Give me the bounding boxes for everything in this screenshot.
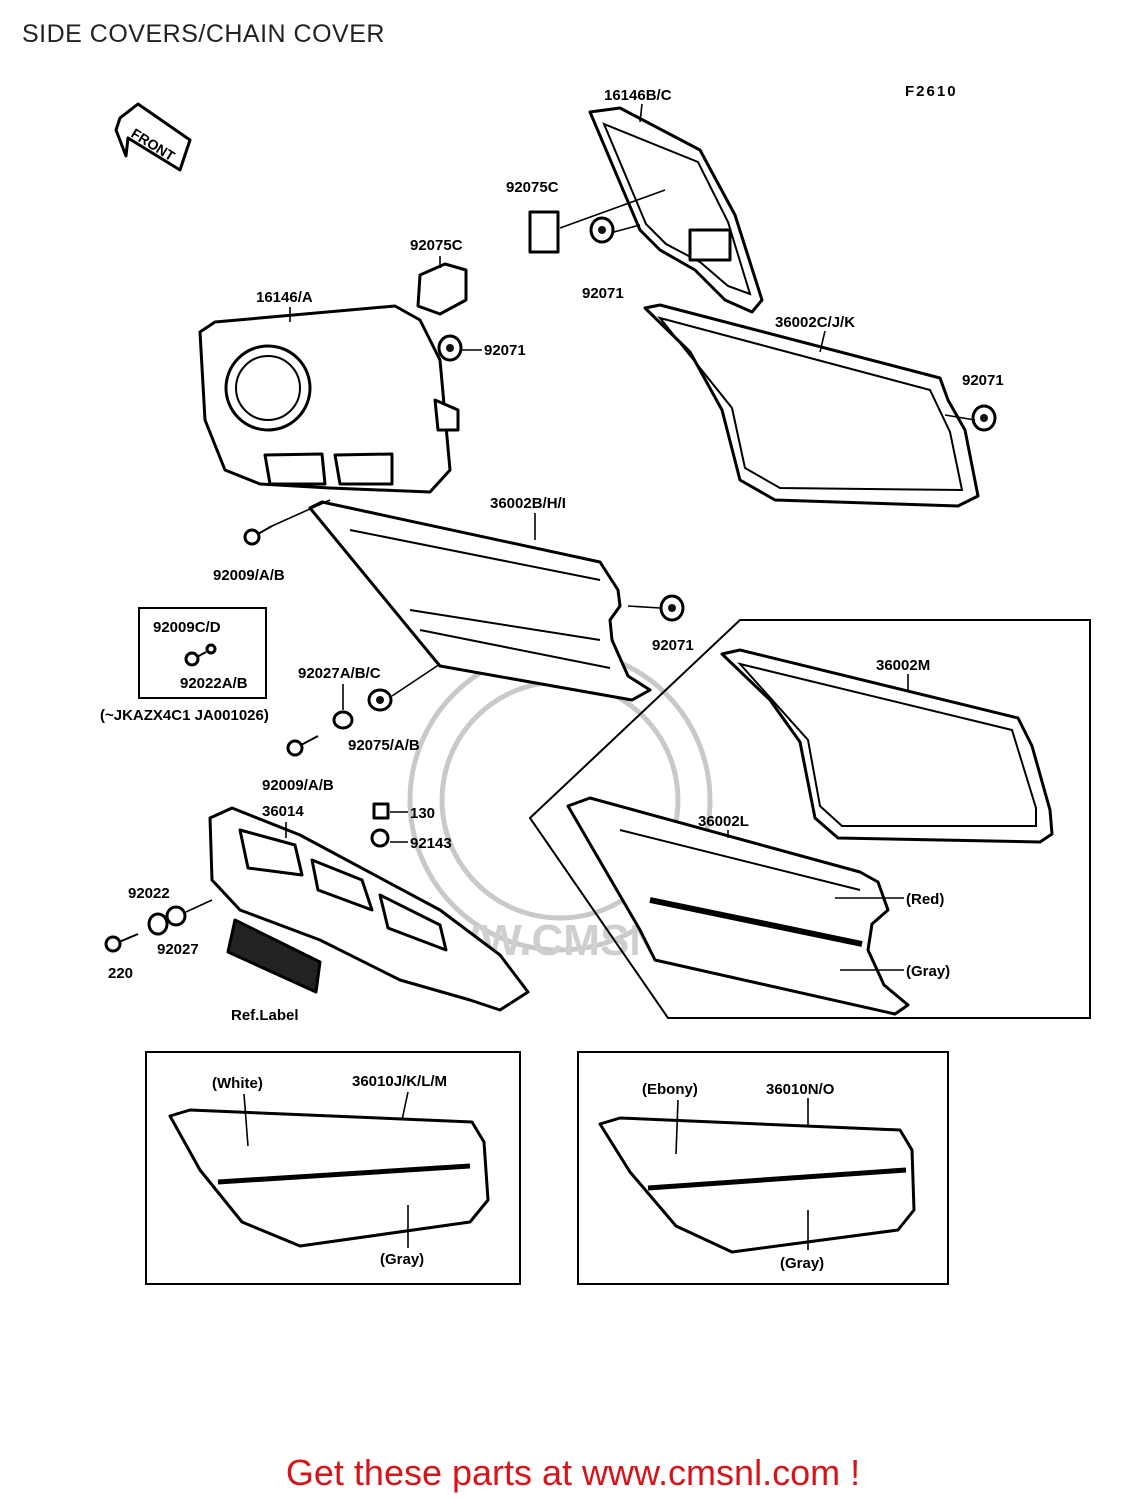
cta-link[interactable]: Get these parts at www.cmsnl.com ! (285, 1452, 861, 1493)
label-36014: 36014 (262, 803, 304, 820)
label-92075ab: 92075/A/B (348, 737, 420, 754)
label-92009cd: 92009C/D (153, 619, 221, 636)
label-36010jklm: 36010J/K/L/M (352, 1073, 447, 1090)
part-92009ab-bolt-b (286, 735, 319, 757)
label-36002l: 36002L (698, 813, 749, 830)
label-white: (White) (212, 1075, 263, 1092)
label-220: 220 (108, 965, 133, 982)
part-130-bolt (372, 802, 390, 820)
label-16146a: 16146/A (256, 289, 313, 306)
label-92027abc: 92027A/B/C (298, 665, 381, 682)
part-92009cd-bolt (184, 643, 217, 667)
label-92071-c: 92071 (962, 372, 1004, 389)
part-16146a-cover (198, 304, 460, 494)
part-92071-d (659, 594, 685, 622)
part-92071-c (971, 404, 997, 432)
label-gray-l: (Gray) (906, 963, 950, 980)
label-ref-label: Ref.Label (231, 1007, 299, 1024)
part-36014-chain-cover (208, 806, 530, 1012)
front-arrow-icon: FRONT (114, 102, 192, 172)
serial-note: (~JKAZX4C1 JA001026) (100, 707, 269, 724)
label-36010no: 36010N/O (766, 1081, 835, 1098)
label-130: 130 (410, 805, 435, 822)
label-red: (Red) (906, 891, 944, 908)
variant-box-92009cd (138, 607, 267, 699)
part-92075c-mid (416, 262, 468, 316)
part-36010no-cover (598, 1116, 916, 1254)
part-92022-washer (147, 912, 169, 936)
label-36002cjk: 36002C/J/K (775, 314, 855, 331)
label-ebony: (Ebony) (642, 1081, 698, 1098)
part-92075c-top (528, 210, 560, 254)
label-92075c-top: 92075C (506, 179, 559, 196)
page-title: SIDE COVERS/CHAIN COVER (22, 20, 385, 48)
label-92022ab: 92022A/B (180, 675, 248, 692)
ref-code: F2610 (905, 83, 958, 100)
variant-box-36010no (577, 1051, 949, 1285)
label-92022: 92022 (128, 885, 170, 902)
part-36002cjk-cover (643, 303, 980, 508)
part-92075ab (367, 688, 393, 712)
label-36002m: 36002M (876, 657, 930, 674)
label-92143: 92143 (410, 835, 452, 852)
part-36002l-cover (566, 796, 910, 1016)
part-92071-b (437, 334, 463, 362)
label-gray-2: (Gray) (780, 1255, 824, 1272)
part-92027abc (332, 710, 354, 730)
part-16146bc-frame (588, 106, 764, 314)
ref-label-plate (226, 918, 322, 994)
part-36010jklm-cover (168, 1108, 490, 1248)
part-92027-collar (165, 905, 187, 927)
variant-box-36010jklm (145, 1051, 521, 1285)
label-92009ab-a: 92009/A/B (213, 567, 285, 584)
part-220-bolt (104, 933, 139, 953)
part-92071-a (589, 216, 615, 244)
label-92027: 92027 (157, 941, 199, 958)
label-92075c-mid: 92075C (410, 237, 463, 254)
label-92009ab-b: 92009/A/B (262, 777, 334, 794)
label-92071-b: 92071 (484, 342, 526, 359)
part-92009ab-bolt-a (243, 525, 273, 546)
label-gray-1: (Gray) (380, 1251, 424, 1268)
label-36002bhi: 36002B/H/I (490, 495, 566, 512)
label-16146bc: 16146B/C (604, 87, 672, 104)
variant-octagon-box (528, 619, 1091, 1019)
part-36002bhi-cover (308, 500, 652, 702)
part-92143-collar (370, 828, 390, 848)
part-36002m-cover (720, 648, 1054, 844)
label-92071-d: 92071 (652, 637, 694, 654)
label-92071-a: 92071 (582, 285, 624, 302)
